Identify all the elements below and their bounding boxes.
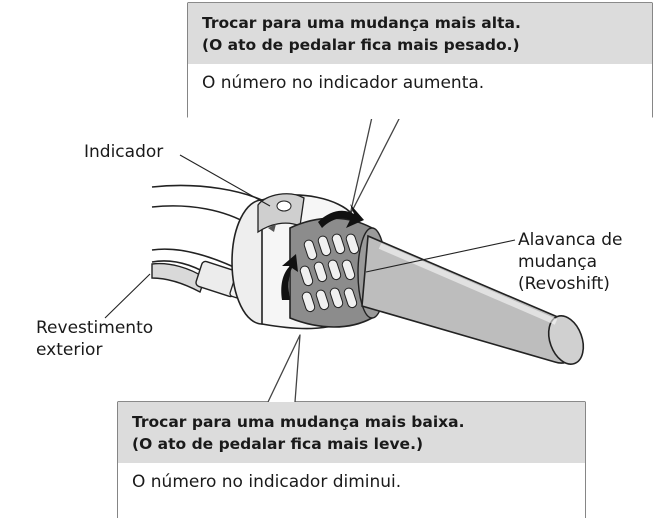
downshift-callout-title: Trocar para uma mudança mais baixa. (O a…	[118, 402, 585, 463]
downshift-callout: Trocar para uma mudança mais baixa. (O a…	[118, 402, 585, 518]
indicator-label: Indicador	[84, 142, 164, 162]
upshift-callout-title: Trocar para uma mudança mais alta. (O at…	[188, 3, 652, 64]
handlebar-grip	[361, 234, 585, 365]
downshift-callout-body: O número no indicador diminui.	[132, 472, 402, 492]
outer-casing-label-line2: exterior	[36, 340, 103, 360]
shift-lever-label-line2: mudança	[518, 252, 598, 272]
outer-casing-label-line1: Revestimento	[36, 318, 154, 338]
outer-casing-label: Revestimento exterior	[36, 317, 153, 361]
rotation-arrows	[281, 204, 364, 300]
shift-lever-label: Alavanca de mudança (Revoshift)	[518, 229, 622, 295]
upshift-callout-body: O número no indicador aumenta.	[202, 73, 485, 93]
upshift-callout: Trocar para uma mudança mais alta. (O at…	[188, 3, 652, 119]
leader-lines	[104, 154, 516, 319]
downshift-title-line1: Trocar para uma mudança mais baixa.	[132, 413, 465, 431]
downshift-title-line2: (O ato de pedalar fica mais leve.)	[132, 435, 424, 453]
upshift-title-line1: Trocar para uma mudança mais alta.	[202, 14, 521, 32]
shift-lever-label-line3: (Revoshift)	[518, 274, 610, 294]
upshift-title-line2: (O ato de pedalar fica mais pesado.)	[202, 36, 520, 54]
shift-lever-label-line1: Alavanca de	[518, 230, 623, 250]
